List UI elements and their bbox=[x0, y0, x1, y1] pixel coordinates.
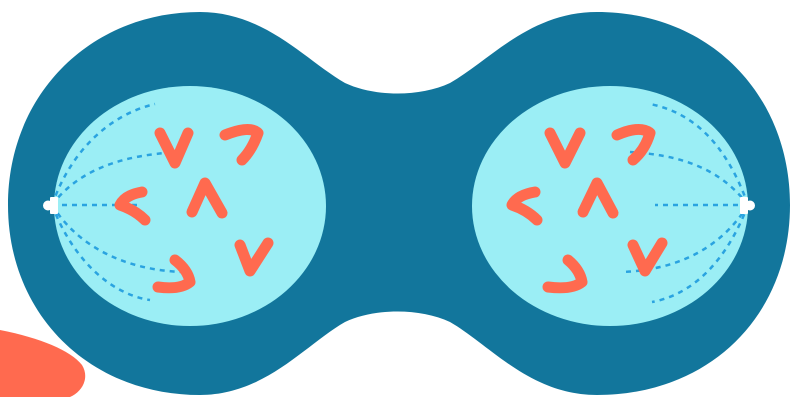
right-centrosome-dot bbox=[745, 201, 755, 211]
left-centrosome-dot bbox=[43, 201, 53, 211]
